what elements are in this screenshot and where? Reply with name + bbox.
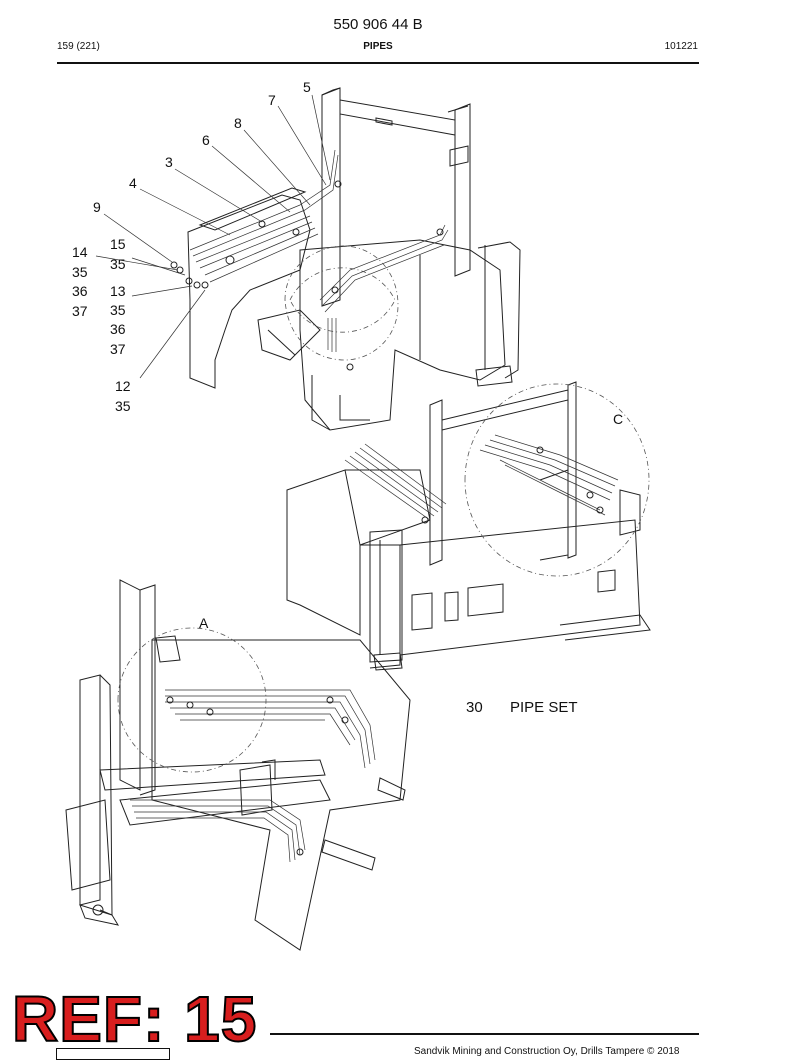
callout-7: 7: [268, 92, 276, 108]
callout-36: 36: [72, 283, 88, 299]
callout-8: 8: [234, 115, 242, 131]
footer-rule: [270, 1033, 699, 1035]
detail-view-label-a: A: [199, 615, 209, 631]
header-rule: [57, 62, 699, 64]
callout-35: 35: [110, 256, 126, 272]
callout-15: 15: [110, 236, 126, 252]
callout-5: 5: [303, 79, 311, 95]
callout-35: 35: [72, 264, 88, 280]
company-logo: [56, 1048, 170, 1060]
detail-view-label-c: C: [613, 411, 624, 427]
part-description: PIPE SET: [510, 699, 578, 716]
document-code: 101221: [664, 41, 698, 52]
callout-12: 12: [115, 378, 131, 394]
callout-37: 37: [72, 303, 88, 319]
document-number: 550 906 44 B: [333, 16, 423, 33]
callout-6: 6: [202, 132, 210, 148]
callout-36: 36: [110, 321, 126, 337]
middle-assembly: [286, 381, 651, 671]
callout-14: 14: [72, 244, 88, 260]
callout-13: 13: [110, 283, 126, 299]
callout-3: 3: [165, 154, 173, 170]
callout-37: 37: [110, 341, 126, 357]
part-item-number: 30: [466, 699, 483, 716]
top-assembly: [170, 87, 521, 431]
section-title: PIPES: [363, 41, 393, 52]
callout-9: 9: [93, 199, 101, 215]
callout-35: 35: [110, 302, 126, 318]
footer-copyright: Sandvik Mining and Construction Oy, Dril…: [414, 1046, 680, 1057]
callout-35: 35: [115, 398, 131, 414]
bottom-assembly: [65, 579, 411, 951]
ref-stamp: REF: 15: [11, 983, 258, 1055]
page-label: 159 (221): [57, 41, 100, 52]
callout-4: 4: [129, 175, 137, 191]
leader-lines-top: [95, 94, 331, 379]
